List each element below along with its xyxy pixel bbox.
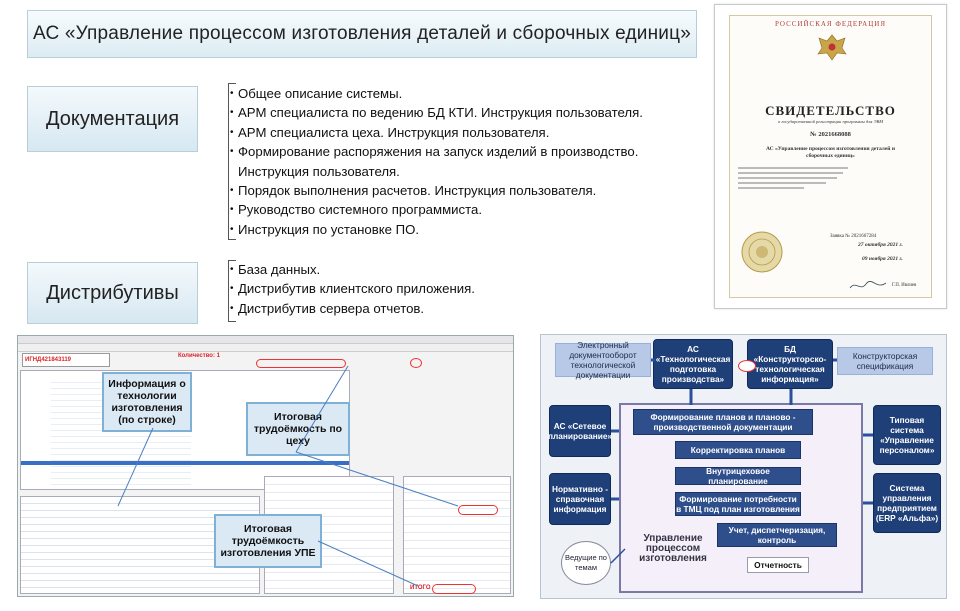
doc-item: Формирование распоряжения на запуск изде… [230,142,693,181]
workshop-summary[interactable] [403,476,511,594]
documentation-list: Общее описание системы. АРМ специалиста … [230,84,700,240]
dist-item: База данных. [230,260,630,280]
doc-item: АРМ специалиста цеха. Инструкция пользов… [230,123,700,143]
registration-certificate: РОССИЙСКАЯ ФЕДЕРАЦИЯ СВИДЕТЕЛЬСТВО о гос… [714,4,947,309]
quantity-label: Количество: 1 [178,353,220,359]
center-label: Управление процессом изготовления [639,533,707,564]
documentation-label: Документация [27,86,198,152]
doc-item: Инструкция по установке ПО. [230,220,700,240]
callout-total-labor-upe: Итоговая трудоёмкость изготовления УПЕ [214,514,322,568]
dist-item: Дистрибутив клиентского приложения. [230,279,630,299]
doc-item: Руководство системного программиста. [230,200,700,220]
certificate-number: № 2021668088 [810,131,851,138]
summary-rows [404,477,510,593]
highlight-ellipse [256,359,346,368]
certificate-application: Заявка № 2021667284 [830,234,877,239]
design-spec-box: Конструкторская спецификация [837,347,933,375]
callout-arrows [117,365,459,587]
menu-bar[interactable] [18,336,513,344]
as-network-box: АС «Сетевое планирование» [548,405,612,457]
order-field[interactable]: ИГНД421843119 [22,353,110,367]
certificate-holder-block [738,164,848,202]
task-intrashop: Внутрицеховое планирование [675,466,801,486]
doc-item: АРМ специалиста по ведению БД КТИ. Инстр… [230,103,700,123]
workshop-ellipse [458,505,498,515]
task-reporting: Отчетность [747,557,809,573]
page-title: АС «Управление процессом изготовления де… [27,10,697,58]
task-plans: Формирование планов и планово - производ… [633,409,813,435]
toolbar[interactable] [18,344,513,352]
leading-topics-circle: Ведущие по темам [561,541,611,585]
process-diagram: Электронный документооборот технологичес… [540,334,947,599]
app-screenshot: ИГНД421843119 Количество: 1 ИТОГО Информ… [17,335,514,597]
signature-icon [849,281,887,289]
task-needs: Формирование потребности в ТМЦ под план … [675,492,801,516]
tree-selected-row[interactable] [21,461,349,465]
total-label: ИТОГО [410,585,431,591]
callout-total-labor: Итоговая трудоёмкость по цеху [246,402,350,456]
distributions-list: База данных. Дистрибутив клиентского при… [230,260,630,319]
typical-system-box: Типовая система «Управление персоналом» [873,405,941,465]
doc-item: Порядок выполнения расчетов. Инструкция … [230,181,700,201]
certificate-date-registered: 09 ноября 2021 г. [862,256,903,262]
certificate-subheading: о государственной регистрации программы … [777,119,884,124]
edms-box: Электронный документооборот технологичес… [555,340,651,380]
certificate-seal-icon [741,231,783,273]
certificate-date-received: 27 октября 2021 г. [858,242,903,248]
total-ellipse [432,584,476,594]
certificate-frame: РОССИЙСКАЯ ФЕДЕРАЦИЯ СВИДЕТЕЛЬСТВО о гос… [729,15,932,298]
certificate-signer: Г.П. Ивлиев [892,283,917,288]
certificate-heading: СВИДЕТЕЛЬСТВО [765,103,896,118]
erp-box: Система управления предприятием (ERP «Ал… [873,473,941,533]
task-accounting: Учет, диспетчеризация, контроль [717,523,837,547]
callout-tech-info: Информация о технологии изготовления (по… [102,372,192,432]
distributions-label: Дистрибутивы [27,262,198,324]
certificate-country: РОССИЙСКАЯ ФЕДЕРАЦИЯ [774,20,887,28]
doc-item: Общее описание системы. [230,84,700,104]
task-correction: Корректировка планов [675,441,801,459]
as-tech-box: АС «Технологическая подготовка производс… [653,339,733,389]
diagram-arrows [610,358,873,564]
reference-box: Нормативно - справочная информация [549,473,611,525]
link-ellipse [738,360,756,372]
dist-item: Дистрибутив сервера отчетов. [230,299,630,319]
coat-of-arms-icon [817,34,847,61]
certificate-program: АС «Управление процессом изготовления де… [765,146,896,159]
highlight-circle [410,358,422,368]
